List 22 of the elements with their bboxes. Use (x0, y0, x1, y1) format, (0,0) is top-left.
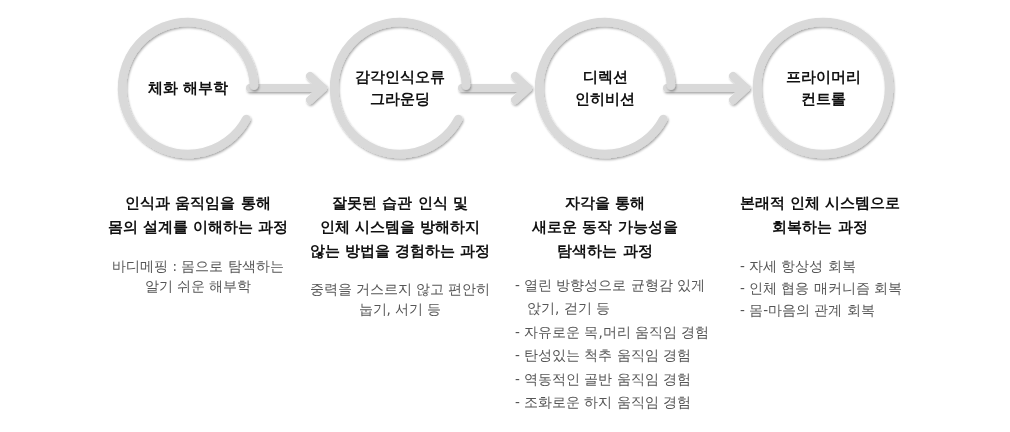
arrow (246, 72, 327, 104)
description-text: 바디메핑 : 몸으로 탐색하는 알기 쉬운 해부학 (112, 257, 284, 296)
caption-heading: 본래적 인체 시스템으로 회복하는 과정 (739, 193, 901, 238)
list-item: - 조화로운 하지 움직임 경험 (515, 393, 692, 412)
node-title: 체화 해부학 (147, 78, 229, 99)
node-title: 프라이머리 컨트롤 (785, 67, 861, 110)
arrow (663, 72, 750, 104)
node-title: 디렉션 인히비션 (575, 67, 635, 110)
list-item: - 역동적인 골반 움직임 경험 (515, 369, 692, 389)
arrow (458, 72, 532, 104)
list-item: - 열린 방향성으로 균형감 있게 앉기, 걷기 등 (515, 275, 706, 318)
caption-heading: 자각을 통해 새로운 동작 가능성을 탐색하는 과정 (532, 193, 678, 262)
caption-heading: 인식과 움직임을 통해 몸의 설계를 이해하는 과정 (107, 193, 289, 238)
list-item: - 자유로운 목,머리 움직임 경험 (515, 322, 710, 342)
circle-node (752, 17, 894, 159)
list-item: - 탄성있는 척추 움직임 경험 (515, 346, 692, 365)
list-item: - 인체 협응 매커니즘 회복 (740, 279, 903, 298)
description-text: 중력을 거스르지 않고 편안히 눕기, 서기 등 (309, 280, 491, 319)
list-item: - 몸-마음의 관계 회복 (740, 301, 875, 320)
node-title: 감각인식오류 그라운딩 (355, 67, 445, 110)
list-item: - 자세 항상성 회복 (740, 257, 856, 276)
caption-heading: 잘못된 습관 인식 및 인체 시스템을 방해하지 않는 방법을 경험하는 과정 (309, 193, 491, 262)
